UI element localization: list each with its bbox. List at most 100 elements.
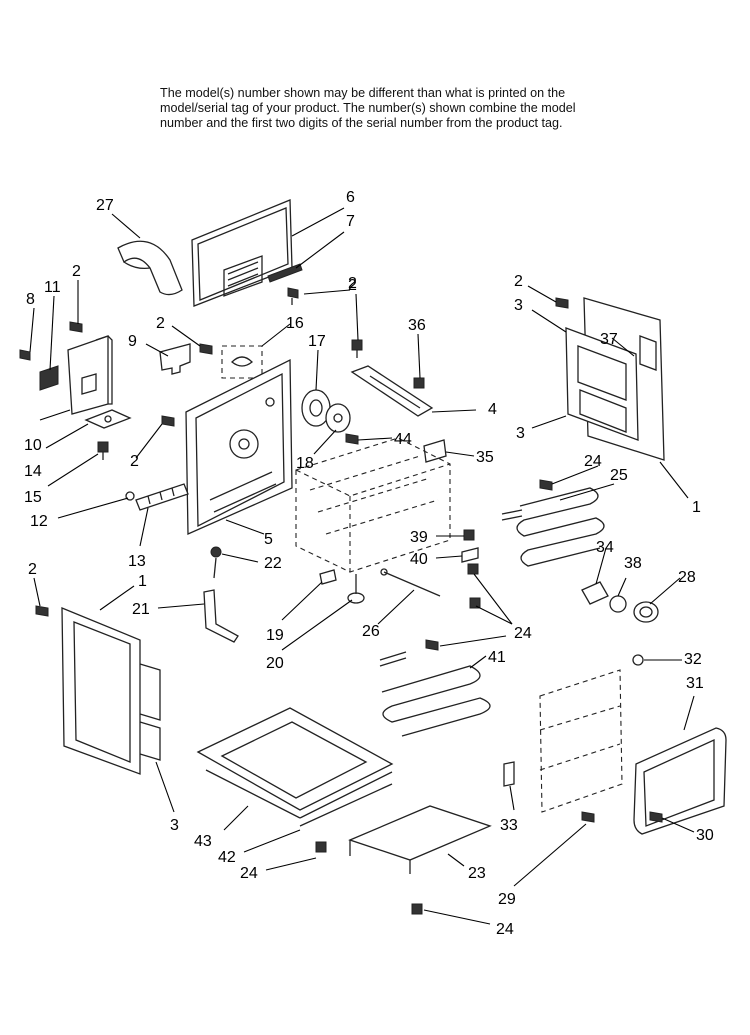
part-11-grille [39, 365, 59, 391]
callout-2: 2 [348, 277, 357, 294]
part-19-bracket [319, 569, 337, 585]
callout-24: 24 [240, 865, 258, 882]
callout-24: 24 [514, 625, 532, 642]
callout-11: 11 [44, 279, 61, 296]
callout-1: 1 [138, 573, 147, 590]
callout-35: 35 [476, 449, 494, 466]
part-32-grommet [632, 654, 644, 666]
callout-5: 5 [264, 531, 273, 548]
part-30-screw [649, 811, 663, 823]
part-38-bulb [609, 595, 627, 613]
callout-32: 32 [684, 651, 702, 668]
part-34-light-socket [581, 581, 609, 605]
callout-24: 24 [584, 453, 602, 470]
part-13-terminal-block [135, 483, 189, 511]
screw-icon [287, 287, 299, 305]
leader-lines [29, 207, 695, 925]
callout-23: 23 [468, 865, 486, 882]
callout-22: 22 [264, 555, 282, 572]
callout-2: 2 [72, 263, 81, 280]
screw-icon [199, 343, 213, 355]
part-22-bracket [210, 546, 222, 579]
part-1-door [61, 607, 161, 775]
callout-39: 39 [410, 529, 428, 546]
callout-12: 12 [30, 513, 48, 530]
callout-15: 15 [24, 489, 42, 506]
part-40-clip [461, 547, 479, 563]
disclaimer-text: The model(s) number shown may be differe… [160, 86, 576, 130]
callout-8: 8 [26, 291, 35, 308]
part-18-fan-blade [325, 403, 351, 433]
callout-37: 37 [600, 331, 618, 348]
part-24-screw [411, 903, 423, 915]
callout-3: 3 [170, 817, 179, 834]
part-39-screw [463, 529, 475, 541]
part-5-back-panel [185, 358, 293, 535]
callout-25: 25 [610, 467, 628, 484]
callout-19: 19 [266, 627, 284, 644]
callout-14: 14 [24, 463, 42, 480]
callout-18: 18 [296, 455, 314, 472]
part-24-screw [539, 479, 553, 491]
callout-29: 29 [498, 891, 516, 908]
part-14-plate [84, 409, 132, 429]
part-27-bracket [117, 240, 183, 296]
callout-labels: 27 6 7 2 8 11 2 2 2 3 37 36 9 16 2 17 4 … [24, 189, 714, 938]
callout-10: 10 [24, 437, 42, 454]
part-9-bracket [159, 343, 191, 375]
part-25-bake-element [501, 487, 605, 567]
callout-2: 2 [514, 273, 523, 290]
callout-43: 43 [194, 833, 212, 850]
callout-38: 38 [624, 555, 642, 572]
part-24-screw [467, 563, 479, 575]
callout-21: 21 [132, 601, 150, 618]
callout-41: 41 [488, 649, 506, 666]
callout-13: 13 [128, 553, 146, 570]
part-15-screw [97, 441, 109, 460]
callout-44: 44 [394, 431, 412, 448]
callout-9: 9 [128, 333, 137, 350]
callout-30: 30 [696, 827, 714, 844]
callout-42: 42 [218, 849, 236, 866]
screw-icon [555, 297, 569, 309]
part-28-lens [633, 601, 659, 623]
callout-2: 2 [28, 561, 37, 578]
part-frame-dashed [539, 669, 623, 813]
part-21-hinge [203, 589, 239, 643]
callout-16: 16 [286, 315, 304, 332]
part-24-screw [315, 841, 327, 853]
callout-40: 40 [410, 551, 428, 568]
part-31-gasket [633, 727, 727, 835]
part-3-side-panel [565, 297, 665, 461]
screw-icon [69, 321, 83, 333]
screw-icon [351, 339, 363, 358]
callout-27: 27 [96, 197, 114, 214]
callout-17: 17 [308, 333, 326, 350]
callout-4: 4 [488, 401, 497, 418]
callout-31: 31 [686, 675, 704, 692]
part-33-switch [503, 761, 515, 787]
callout-33: 33 [500, 817, 518, 834]
callout-2: 2 [130, 453, 139, 470]
callout-2: 2 [156, 315, 165, 332]
callout-24: 24 [496, 921, 514, 938]
callout-28: 28 [678, 569, 696, 586]
part-10-box [67, 335, 113, 415]
part-26-sensor [380, 568, 441, 597]
callout-3: 3 [516, 425, 525, 442]
part-6-panel [191, 199, 293, 307]
callout-6: 6 [346, 189, 355, 206]
callout-20: 20 [266, 655, 284, 672]
part-41-broil-element [379, 651, 491, 737]
part-29-screw [581, 811, 595, 823]
part-36-screw [413, 377, 425, 389]
screw-icon [161, 415, 175, 427]
callout-1: 1 [692, 499, 701, 516]
part-42-rail [299, 783, 393, 827]
callout-7: 7 [346, 213, 355, 230]
screw-icon [35, 605, 49, 617]
part-43-drawer [196, 707, 394, 819]
part-44-screw [345, 433, 359, 445]
callout-36: 36 [408, 317, 426, 334]
